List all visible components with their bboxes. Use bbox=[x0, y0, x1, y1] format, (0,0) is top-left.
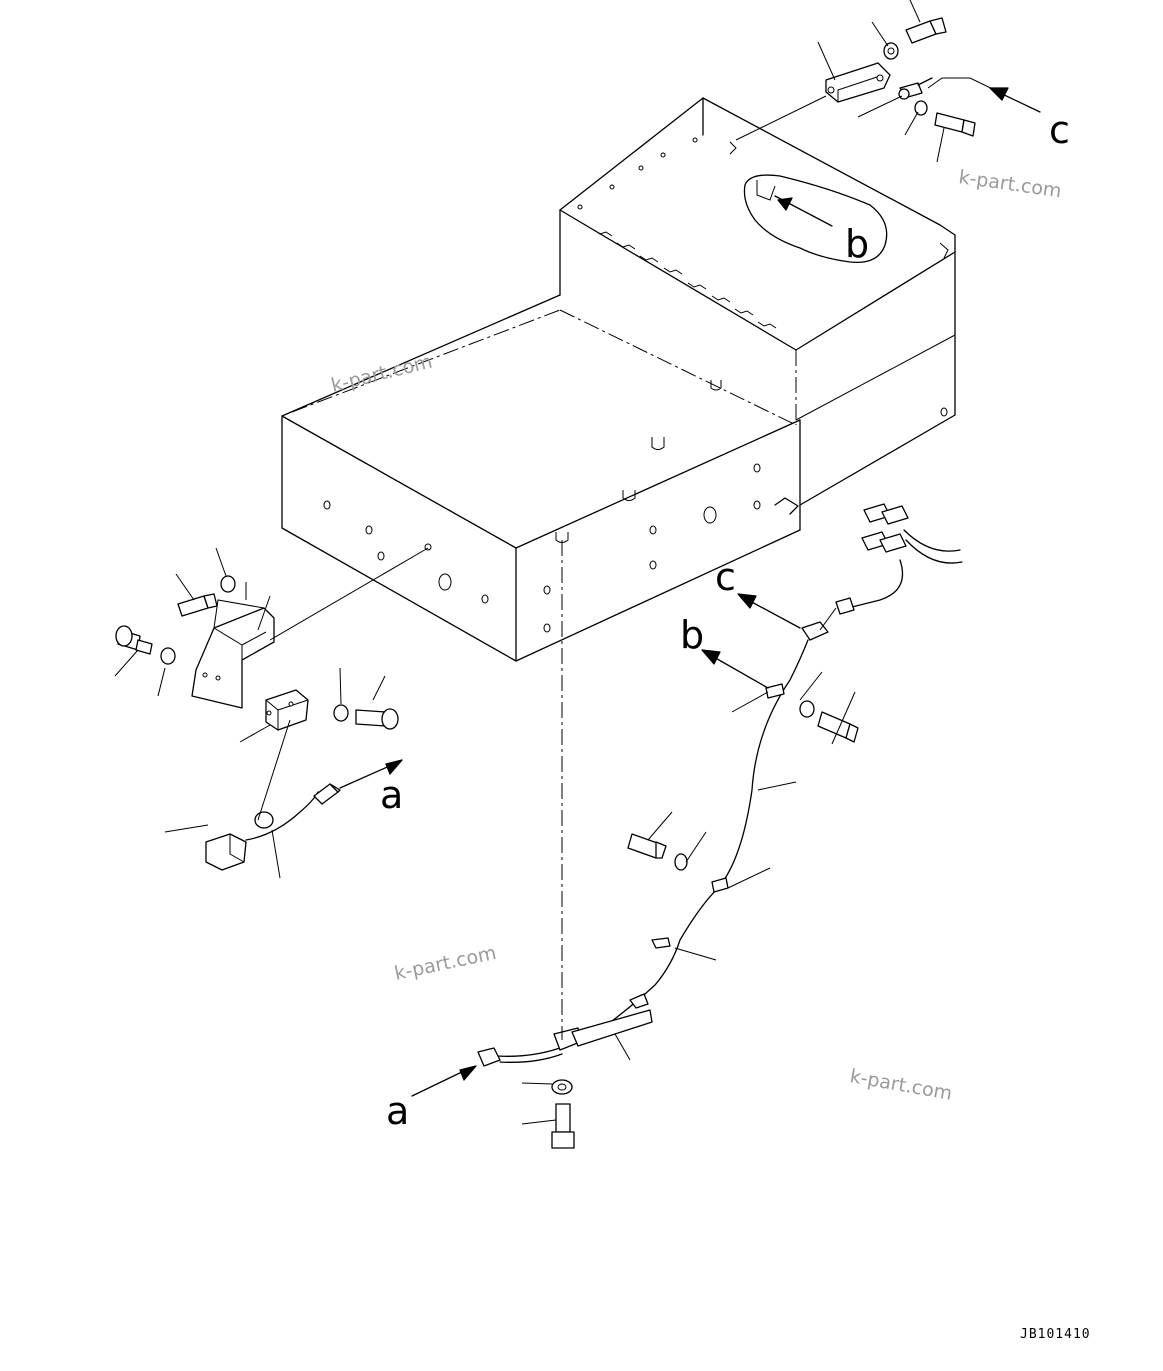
view-label-c-top: c bbox=[1049, 108, 1070, 152]
watermark-3: k-part.com bbox=[392, 942, 498, 985]
box-tab-row bbox=[593, 229, 777, 329]
left-bracket-group bbox=[114, 547, 429, 879]
watermark-2: k-part.com bbox=[329, 350, 435, 396]
view-label-a-bottom: a bbox=[386, 1089, 409, 1133]
view-label-b-top: b bbox=[845, 222, 869, 266]
view-label-a-left: a bbox=[380, 773, 403, 817]
watermark-4: k-part.com bbox=[848, 1065, 954, 1105]
top-bracket-group bbox=[735, 0, 1041, 163]
box-holes bbox=[323, 137, 949, 633]
watermark-1: k-part.com bbox=[957, 166, 1063, 202]
wire-harness bbox=[411, 503, 963, 1149]
detail-b-window bbox=[743, 174, 888, 264]
drawing-code: JB101410 bbox=[1020, 1327, 1091, 1342]
view-label-c-right: c bbox=[715, 555, 736, 599]
view-label-b-right: b bbox=[680, 613, 704, 657]
